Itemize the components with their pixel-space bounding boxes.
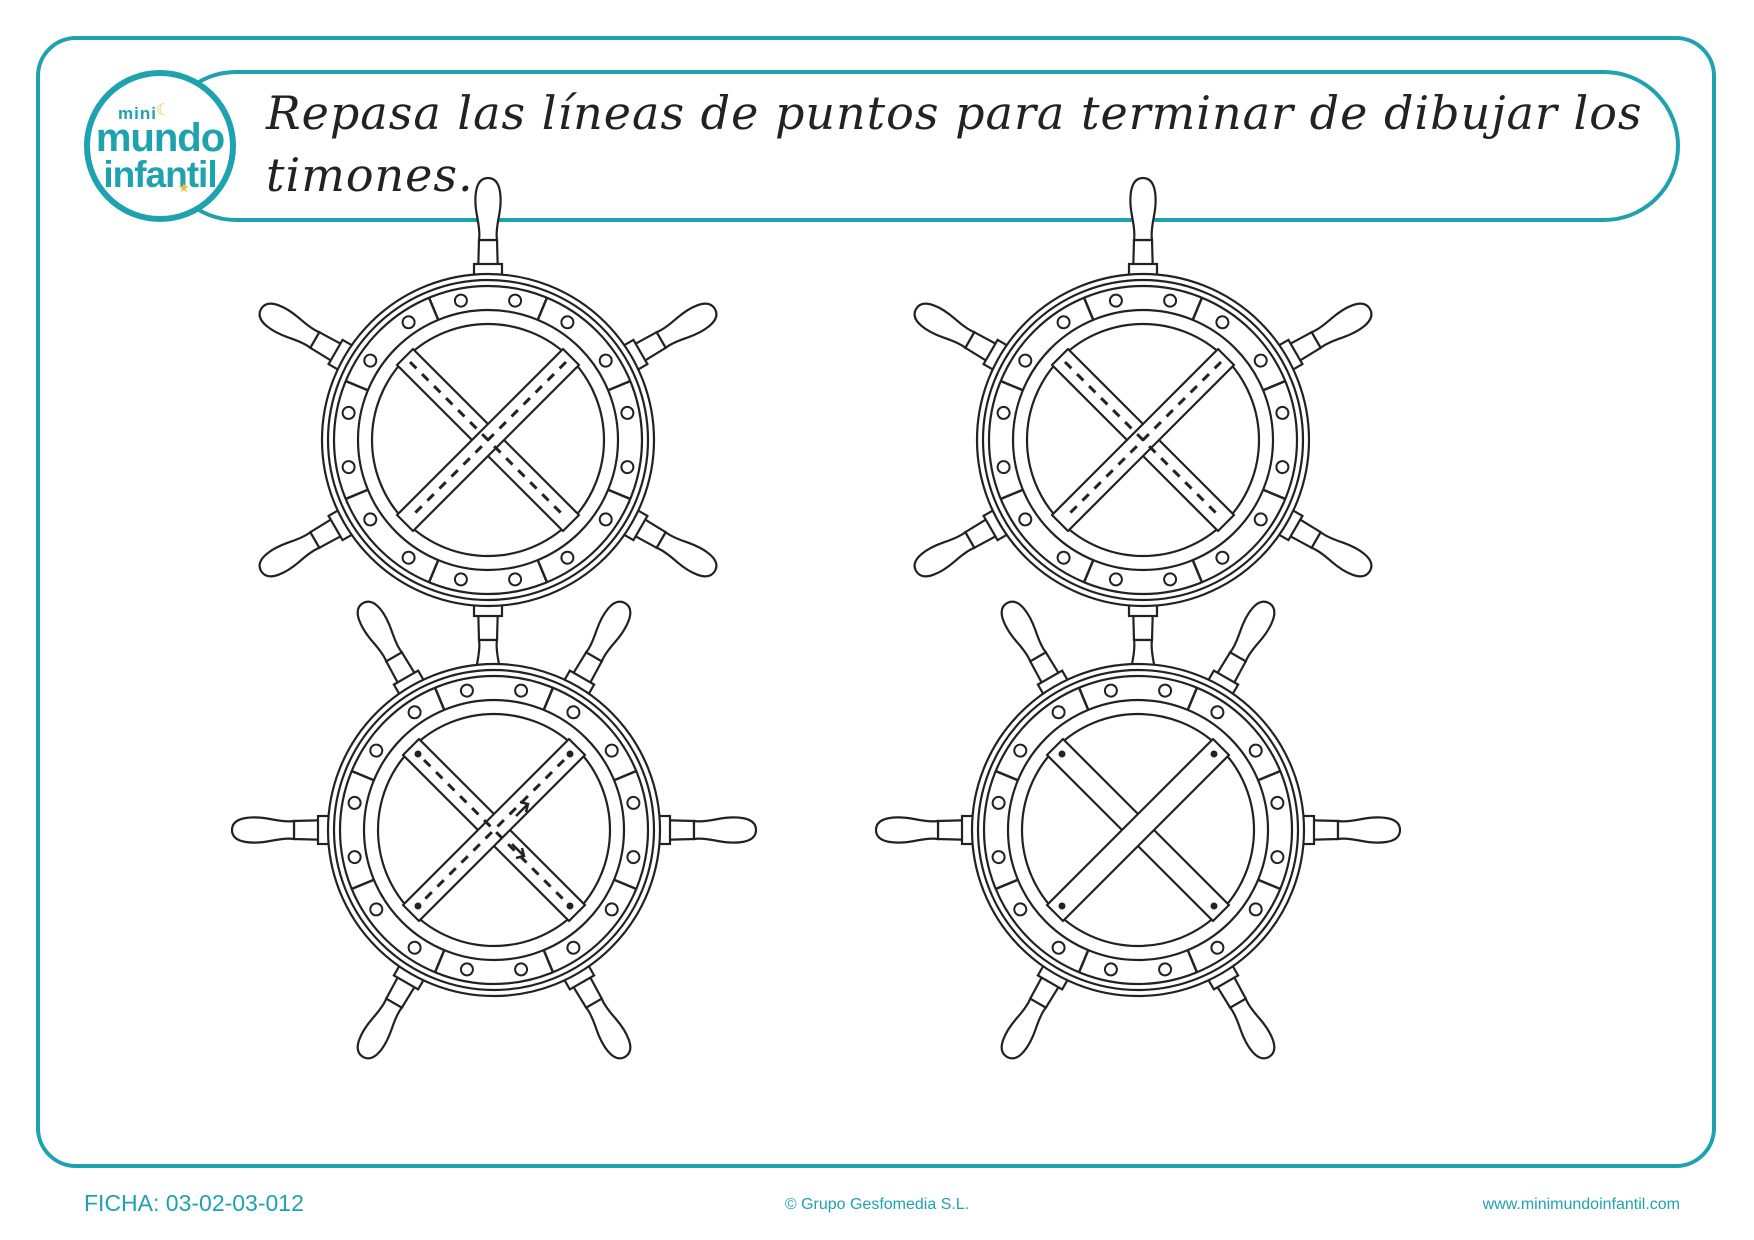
wheel-top-left: [253, 176, 723, 704]
wheel-top-right: [908, 176, 1378, 704]
logo-text-mini: mini: [118, 104, 157, 123]
worksheet-code: FICHA: 03-02-03-012: [84, 1190, 304, 1216]
copyright-text: © Grupo Gesfomedia S.L.: [784, 1196, 970, 1213]
moon-icon: ☾: [156, 102, 171, 119]
logo-text-infantil: infantil: [103, 154, 217, 195]
website-link[interactable]: www.minimundoinfantil.com: [1482, 1196, 1680, 1213]
worksheet-frame: [36, 36, 1716, 1168]
brand-logo: mini ☾ mundo infantil ★: [84, 70, 236, 222]
instruction-text: Repasa las líneas de puntos para termina…: [266, 86, 1643, 202]
wheel-bottom-left: [230, 595, 758, 1065]
wheel-bottom-right: [874, 595, 1402, 1065]
instruction-banner: [160, 70, 1680, 222]
logo-text-mundo: mundo: [95, 116, 225, 160]
star-icon: ★: [178, 180, 190, 195]
